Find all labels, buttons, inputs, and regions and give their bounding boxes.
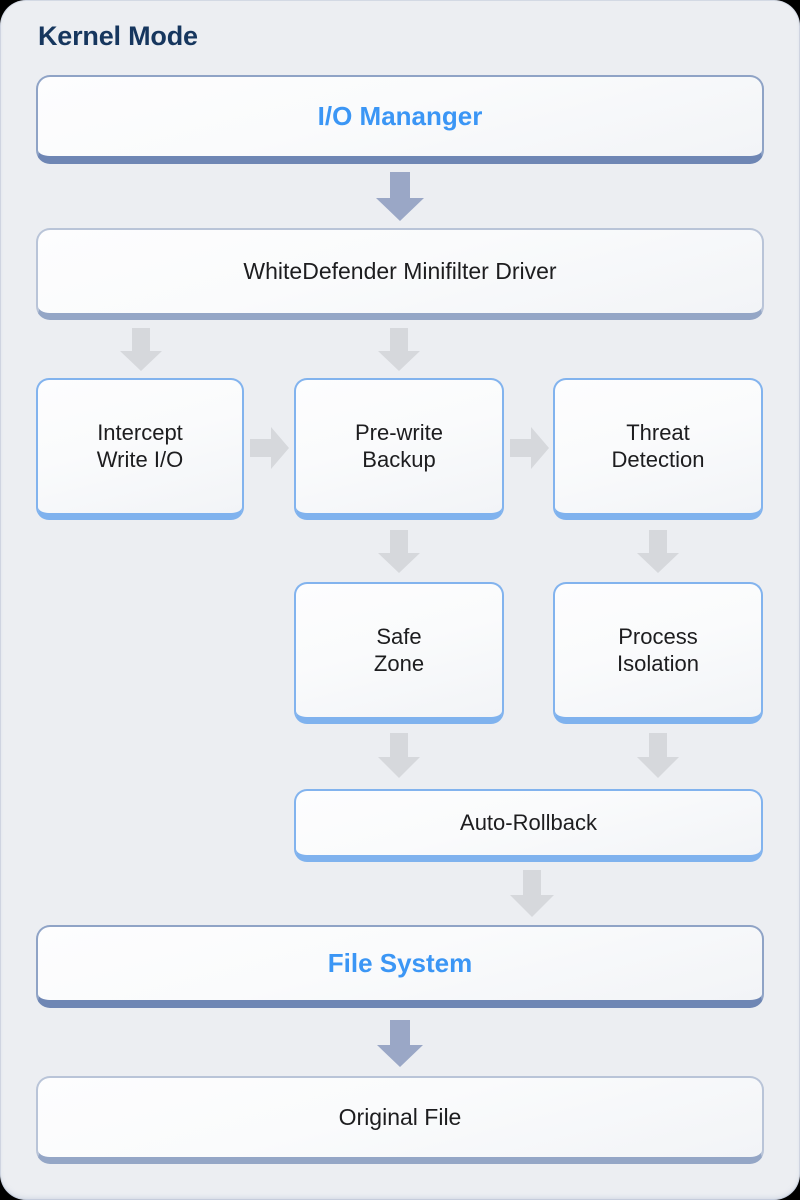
arrow-minifilter-to-intercept bbox=[118, 328, 164, 372]
node-minifilter-driver[interactable]: WhiteDefender Minifilter Driver bbox=[36, 228, 764, 320]
node-auto-rollback-label: Auto-Rollback bbox=[460, 809, 597, 835]
arrow-prewrite-backup-to-threat-detection bbox=[510, 425, 550, 471]
node-file-system-label: File System bbox=[327, 947, 473, 978]
node-minifilter-driver-label: WhiteDefender Minifilter Driver bbox=[243, 258, 557, 285]
page-title: Kernel Mode bbox=[38, 21, 198, 51]
arrow-io-manager-to-minifilter bbox=[374, 172, 426, 222]
node-process-isolation[interactable]: Process Isolation bbox=[553, 582, 763, 724]
node-auto-rollback[interactable]: Auto-Rollback bbox=[294, 789, 763, 862]
arrow-auto-rollback-to-file-system bbox=[508, 870, 556, 918]
arrow-intercept-to-prewrite-backup bbox=[250, 425, 290, 471]
node-process-isolation-label: Process Isolation bbox=[617, 623, 699, 676]
arrow-threat-detection-to-process-isolation bbox=[635, 530, 681, 574]
node-file-system[interactable]: File System bbox=[36, 925, 764, 1008]
arrow-minifilter-to-prewrite-backup bbox=[376, 328, 422, 372]
node-safe-zone[interactable]: Safe Zone bbox=[294, 582, 504, 724]
node-intercept-write-io-label: Intercept Write I/O bbox=[96, 419, 184, 472]
node-io-manager-label: I/O Mananger bbox=[317, 100, 483, 131]
arrow-file-system-to-original-file bbox=[375, 1020, 425, 1068]
node-io-manager[interactable]: I/O Mananger bbox=[36, 75, 764, 164]
arrow-process-isolation-to-auto-rollback bbox=[635, 733, 681, 779]
arrow-prewrite-backup-to-safe-zone bbox=[376, 530, 422, 574]
node-original-file-label: Original File bbox=[338, 1104, 462, 1131]
node-intercept-write-io[interactable]: Intercept Write I/O bbox=[36, 378, 244, 520]
node-threat-detection-label: Threat Detection bbox=[611, 419, 705, 472]
arrow-safe-zone-to-auto-rollback bbox=[376, 733, 422, 779]
node-prewrite-backup-label: Pre-write Backup bbox=[354, 419, 443, 472]
node-safe-zone-label: Safe Zone bbox=[373, 623, 425, 676]
node-threat-detection[interactable]: Threat Detection bbox=[553, 378, 763, 520]
node-prewrite-backup[interactable]: Pre-write Backup bbox=[294, 378, 504, 520]
node-original-file[interactable]: Original File bbox=[36, 1076, 764, 1164]
